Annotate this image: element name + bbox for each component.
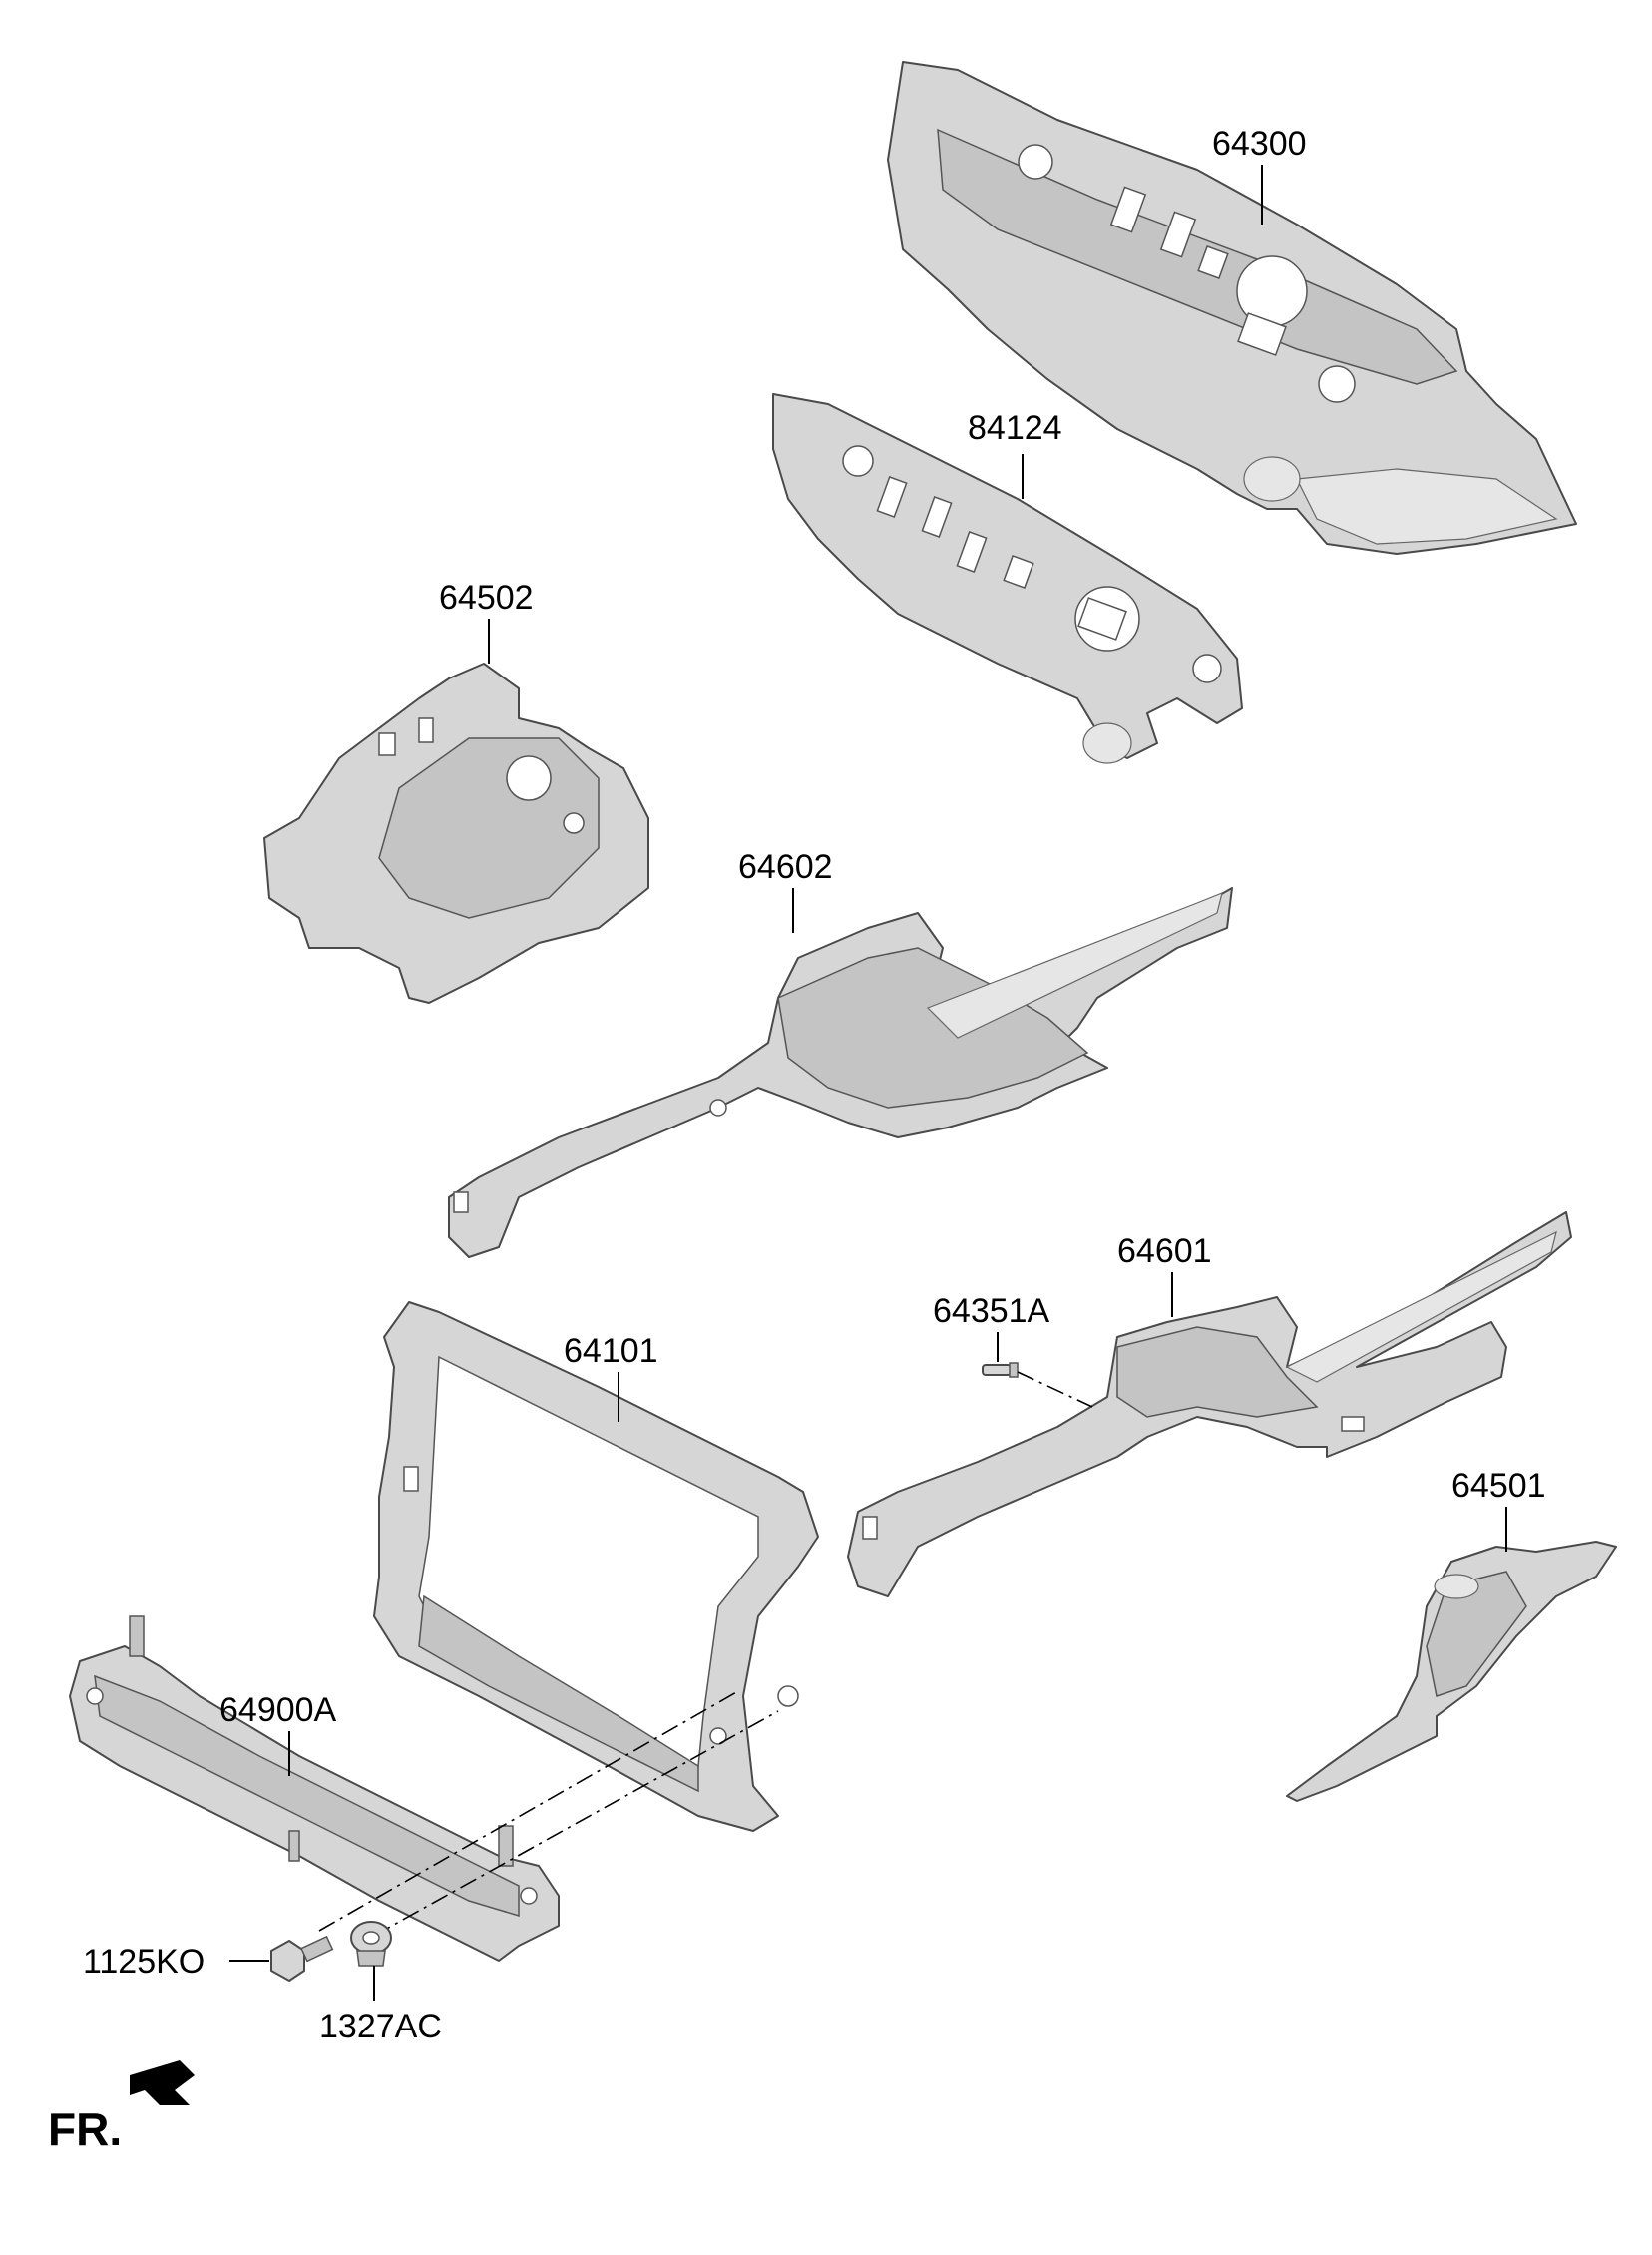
part-64351A-pin (982, 1362, 1019, 1378)
label-64501: 64501 (1451, 1467, 1546, 1505)
part-1327AC-nut (350, 1921, 392, 1967)
part-84124-dash-insulator (772, 393, 1243, 764)
label-64900A: 64900A (219, 1691, 337, 1729)
part-1125KO-bolt (270, 1935, 334, 1982)
front-direction-indicator: FR. (48, 2060, 195, 2155)
dash-bolt-line (318, 1690, 739, 1932)
part-64601-front-side-member (847, 1211, 1572, 1597)
part-64101-carrier-assembly (373, 1301, 819, 1832)
label-64601: 64601 (1117, 1232, 1212, 1270)
part-64602-front-side-member (448, 887, 1233, 1258)
part-64501-wheelhouse (1286, 1541, 1617, 1802)
part-64900A-bumper-beam (69, 1615, 560, 1962)
dash-64351A (1017, 1371, 1093, 1408)
label-64502: 64502 (439, 579, 534, 617)
label-64602: 64602 (738, 848, 833, 886)
label-64351A: 64351A (933, 1292, 1050, 1330)
part-64300-dash-panel (887, 61, 1577, 555)
front-label: FR. (48, 2103, 122, 2155)
label-64300: 64300 (1212, 125, 1307, 163)
label-64101: 64101 (564, 1332, 658, 1370)
part-64502-wheelhouse (263, 663, 649, 1004)
label-1125KO: 1125KO (83, 1943, 205, 1981)
label-84124: 84124 (968, 409, 1062, 447)
front-arrow-icon (130, 2060, 195, 2105)
dash-nut-line (373, 1710, 779, 1937)
label-1327AC: 1327AC (319, 2008, 442, 2045)
